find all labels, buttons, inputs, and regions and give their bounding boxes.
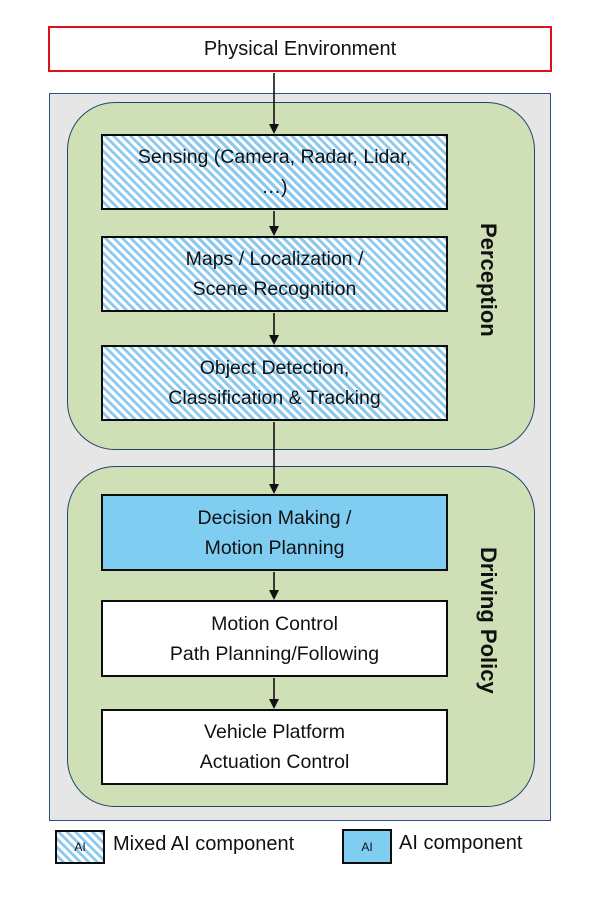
decision-line-2: Motion Planning bbox=[204, 536, 345, 559]
maps-localization-step: Maps / Localization / Scene Recognition bbox=[101, 236, 448, 312]
sensing-step: Sensing (Camera, Radar, Lidar, …) bbox=[101, 134, 448, 210]
maps-line-1: Maps / Localization / bbox=[185, 248, 364, 270]
decision-making-step: Decision Making / Motion Planning bbox=[101, 494, 448, 571]
object-line-2: Classification & Tracking bbox=[168, 387, 381, 409]
object-detection-step: Object Detection, Classification & Track… bbox=[101, 345, 448, 421]
legend-mixed-ai-tag: AI bbox=[74, 840, 86, 854]
physical-environment-label: Physical Environment bbox=[203, 37, 397, 60]
legend-ai-swatch: AI bbox=[342, 829, 392, 864]
physical-environment-box: Physical Environment bbox=[48, 26, 552, 72]
object-line-1: Object Detection, bbox=[199, 357, 350, 379]
sensing-line-1: Sensing (Camera, Radar, Lidar, bbox=[137, 146, 412, 168]
motion-control-step: Motion Control Path Planning/Following bbox=[101, 600, 448, 677]
maps-line-2: Scene Recognition bbox=[192, 278, 357, 300]
motion-line-2: Path Planning/Following bbox=[169, 642, 380, 665]
perception-label: Perception bbox=[476, 223, 501, 337]
legend-ai-label: AI component bbox=[399, 832, 523, 854]
legend-mixed-ai-label: Mixed AI component bbox=[113, 833, 295, 855]
sensing-line-2: …) bbox=[261, 176, 288, 198]
legend-ai-tag: AI bbox=[361, 839, 373, 854]
motion-line-1: Motion Control bbox=[211, 612, 338, 635]
decision-line-1: Decision Making / bbox=[197, 506, 352, 529]
legend-mixed-ai-swatch: AI bbox=[55, 830, 105, 864]
vehicle-platform-step: Vehicle Platform Actuation Control bbox=[101, 709, 448, 785]
driving-policy-label: Driving Policy bbox=[476, 546, 501, 694]
vehicle-line-2: Actuation Control bbox=[199, 751, 350, 773]
vehicle-line-1: Vehicle Platform bbox=[204, 721, 345, 743]
